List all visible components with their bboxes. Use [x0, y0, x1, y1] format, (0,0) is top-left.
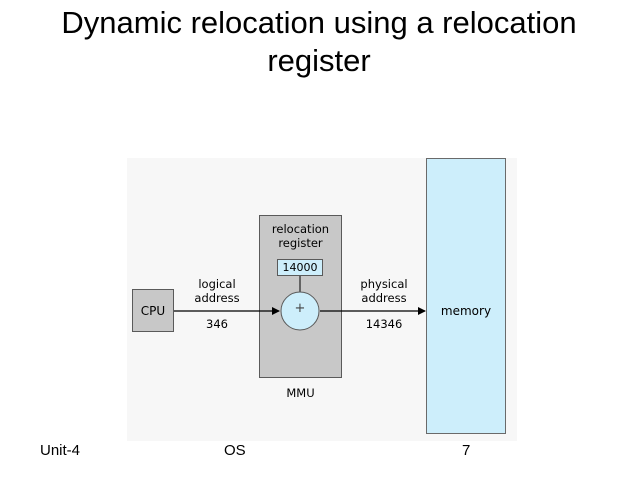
relocation-value-box: 14000: [277, 259, 323, 276]
physical-label-line-1: physical: [360, 277, 408, 291]
logical-label-line-1: logical: [198, 277, 236, 291]
adder-circle: [280, 291, 320, 331]
logical-address-value: 346: [206, 317, 228, 331]
title-line-2: register: [267, 43, 371, 78]
adder-plus-icon: +: [294, 301, 306, 316]
footer-unit: Unit-4: [40, 442, 81, 459]
memory-label: memory: [440, 304, 492, 318]
cpu-label: CPU: [140, 304, 166, 318]
physical-address-label: physical address: [349, 277, 419, 305]
physical-address-value: 14346: [365, 317, 403, 331]
logical-address-label: logical address: [186, 277, 248, 305]
logical-label-line-2: address: [194, 291, 240, 305]
cpu-block: [132, 289, 174, 332]
slide-number: 7: [462, 442, 471, 459]
slide-title: Dynamic relocation using a relocation re…: [0, 4, 638, 80]
mmu-label: MMU: [286, 386, 315, 400]
relocation-label-line-2: register: [278, 236, 323, 250]
relocation-label-line-1: relocation: [271, 222, 330, 236]
physical-label-line-2: address: [361, 291, 407, 305]
relocation-register-label: relocation register: [259, 222, 342, 250]
footer-subject: OS: [224, 442, 246, 459]
title-line-1: Dynamic relocation using a relocation: [61, 5, 577, 40]
memory-block: [426, 158, 506, 434]
